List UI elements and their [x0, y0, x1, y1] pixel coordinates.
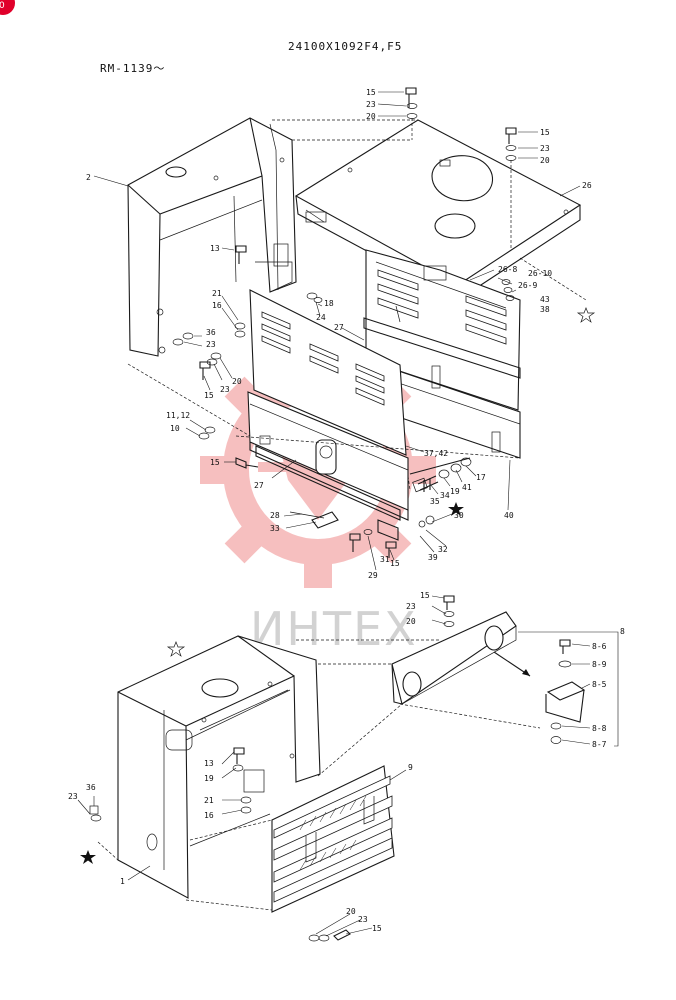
- grille-hatching: [299, 795, 367, 871]
- callout-label: 10: [170, 424, 180, 433]
- callout-label: 20: [232, 377, 242, 386]
- callout-label: 23: [68, 792, 78, 801]
- callout-label: 23: [406, 602, 416, 611]
- callout-labels-lower: 15 23 20 8 8-6 8-9 8-5 8-8 8-7 9 13 19 2…: [68, 591, 625, 933]
- callout-label: 8-7: [592, 740, 607, 749]
- callout-label: 20: [406, 617, 416, 626]
- callout-label: 15: [420, 591, 430, 600]
- corner-badge: 0: [0, 0, 15, 15]
- callout-label: 38: [540, 305, 550, 314]
- callout-label: 9: [408, 763, 413, 772]
- callout-label: 41: [462, 483, 472, 492]
- callout-label: 21: [212, 289, 222, 298]
- callout-label: 8-5: [592, 680, 607, 689]
- fasteners-upper: [172, 87, 517, 558]
- grille-louvers: [273, 775, 393, 903]
- callout-label: 13: [204, 759, 214, 768]
- star-markers-upper: [448, 307, 596, 516]
- corner-badge-text: 0: [0, 1, 5, 11]
- callout-label: 26-8: [498, 265, 517, 274]
- callout-label: 40: [504, 511, 514, 520]
- callout-label: 15: [390, 559, 400, 568]
- bracket-part-8: [391, 611, 586, 744]
- callout-label: 23: [366, 100, 376, 109]
- callout-label: 34: [440, 491, 450, 500]
- callout-label: 19: [204, 774, 214, 783]
- callout-label: 2: [86, 173, 91, 182]
- callout-label: 16: [212, 301, 222, 310]
- callout-label: 11,12: [166, 411, 190, 420]
- callout-label: 32: [438, 545, 448, 554]
- serial-range-label: RM-1139～: [100, 62, 165, 75]
- callout-label: 30: [454, 511, 464, 520]
- callout-label: 36: [206, 328, 216, 337]
- callout-label: 29: [368, 571, 378, 580]
- callout-label: 15: [204, 391, 214, 400]
- callout-label: 15: [210, 458, 220, 467]
- callout-label: 8-9: [592, 660, 607, 669]
- callout-label: 23: [220, 385, 230, 394]
- callout-label: 23: [358, 915, 368, 924]
- guide-lines-upper: [127, 118, 587, 491]
- callout-label: 23: [540, 144, 550, 153]
- callout-label: 23: [206, 340, 216, 349]
- callout-label: 20: [346, 907, 356, 916]
- star-outline-icon: [576, 307, 596, 323]
- callout-label: 43: [540, 295, 550, 304]
- callout-label: 19: [450, 487, 460, 496]
- callout-label: 8-6: [592, 642, 607, 651]
- callout-label: 24: [316, 313, 326, 322]
- fasteners-lower: [89, 595, 455, 942]
- callout-label: 15: [366, 88, 376, 97]
- part-code-title: 24100X1092F4,F5: [288, 40, 402, 53]
- callout-label: 26-10: [528, 269, 552, 278]
- callout-label: 8: [620, 627, 625, 636]
- star-filled-icon: [448, 502, 464, 516]
- callout-label: 15: [540, 128, 550, 137]
- callout-label: 18: [324, 299, 334, 308]
- star-outline-icon: [166, 641, 186, 657]
- callout-label: 28: [270, 511, 280, 520]
- rear-frame-part-2: [127, 117, 297, 357]
- upper-assembly: [127, 87, 596, 558]
- inner-panel-assembly: [363, 249, 521, 459]
- callout-label: 31: [380, 555, 390, 564]
- callout-label: 27: [254, 481, 264, 490]
- callout-label: 26: [582, 181, 592, 190]
- vent-slots-front: [261, 311, 385, 406]
- callout-label: 33: [270, 524, 280, 533]
- star-filled-icon: [80, 850, 96, 864]
- callout-label: 35: [430, 497, 440, 506]
- hinge-hardware: [255, 445, 471, 541]
- top-cover-part-26: [294, 119, 582, 301]
- callout-labels-upper: 15 23 20 15 23 20 2 26 13 26-8 26-10 26-…: [86, 88, 592, 580]
- base-shell-part-1: [117, 635, 321, 899]
- callout-label: 1: [120, 877, 125, 886]
- callout-label: 13: [210, 244, 220, 253]
- callout-label: 21: [204, 796, 214, 805]
- callout-label: 39: [428, 553, 438, 562]
- callout-label: 20: [366, 112, 376, 121]
- callout-label: 17: [476, 473, 486, 482]
- star-markers-lower: [80, 641, 186, 864]
- guide-lines-lower: [97, 639, 541, 911]
- callout-label: 26-9: [518, 281, 537, 290]
- vent-slots-inner: [377, 269, 507, 345]
- grille-part-9: [271, 765, 395, 913]
- callout-label: 8-8: [592, 724, 607, 733]
- leader-lines: [77, 91, 591, 937]
- watermark-text: ИНТЕХ: [250, 602, 418, 656]
- callout-label: 37,42: [424, 449, 448, 458]
- front-door-part-27: [247, 289, 409, 521]
- callout-label: 36: [86, 783, 96, 792]
- lower-assembly: [80, 595, 619, 942]
- callout-label: 20: [540, 156, 550, 165]
- callout-label: 27: [334, 323, 344, 332]
- callout-label: 16: [204, 811, 214, 820]
- callout-label: 15: [372, 924, 382, 933]
